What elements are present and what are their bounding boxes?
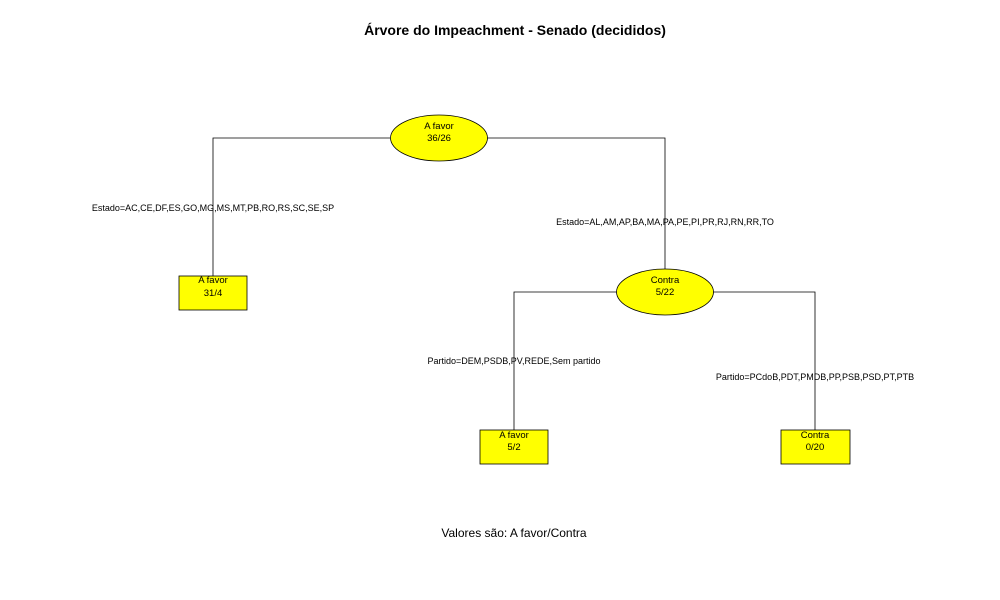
node-label: A favor (198, 275, 228, 286)
node-box (178, 275, 248, 311)
edge-label-internal-left: Partido=DEM,PSDB,PV,REDE,Sem partido (428, 356, 601, 366)
node-value: 0/20 (806, 442, 825, 453)
node-label: A favor (424, 121, 454, 132)
edge-labels: Estado=AC,CE,DF,ES,GO,MG,MS,MT,PB,RO,RS,… (92, 203, 914, 382)
connector-internal-right (713, 291, 816, 430)
values-legend: Valores são: A favor/Contra (441, 526, 587, 540)
node-ellipse (390, 114, 488, 162)
tree-connectors (212, 137, 816, 430)
tree-node-left-leaf: A favor 31/4 (178, 275, 248, 311)
tree-node-right-internal: Contra 5/22 (616, 268, 714, 316)
node-label: A favor (499, 430, 529, 441)
tree-node-root: A favor 36/26 (390, 114, 488, 162)
tree-node-right-right-leaf: Contra 0/20 (780, 429, 851, 465)
connector-internal-left (513, 291, 617, 430)
node-label: Contra (651, 275, 680, 286)
tree-node-right-left-leaf: A favor 5/2 (479, 429, 549, 465)
edge-label-root-right: Estado=AL,AM,AP,BA,MA,PA,PE,PI,PR,RJ,RN,… (556, 217, 774, 227)
node-box (780, 429, 851, 465)
node-value: 5/2 (507, 442, 520, 453)
node-box (479, 429, 549, 465)
edge-label-internal-right: Partido=PCdoB,PDT,PMDB,PP,PSB,PSD,PT,PTB (716, 372, 914, 382)
node-label: Contra (801, 430, 830, 441)
node-value: 5/22 (656, 287, 675, 298)
connector-root-left (212, 137, 390, 276)
node-ellipse (616, 268, 714, 316)
connector-root-right (487, 137, 666, 270)
edge-label-root-left: Estado=AC,CE,DF,ES,GO,MG,MS,MT,PB,RO,RS,… (92, 203, 334, 213)
node-value: 31/4 (204, 288, 223, 299)
node-value: 36/26 (427, 133, 451, 144)
diagram-title: Árvore do Impeachment - Senado (decidido… (364, 22, 666, 38)
